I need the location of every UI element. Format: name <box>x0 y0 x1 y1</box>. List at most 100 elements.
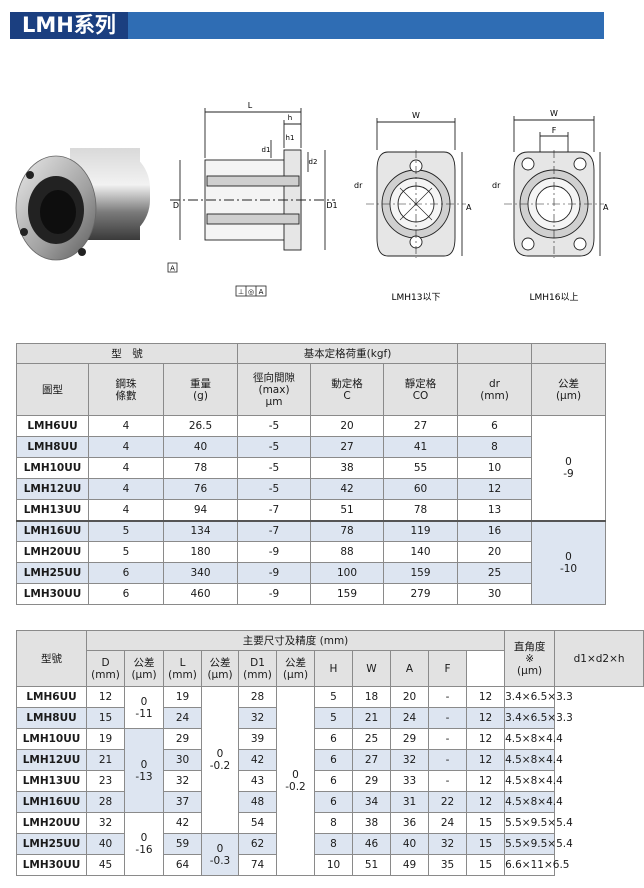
F-cell: 32 <box>428 833 467 855</box>
H-cell: 6 <box>314 749 353 771</box>
model-cell: LMH20UU <box>16 541 89 563</box>
D-cell: 15 <box>86 707 125 729</box>
tolD-cell: 0 -16 <box>124 812 164 876</box>
D-cell: 45 <box>86 854 125 876</box>
weight-cell: 340 <box>162 562 239 584</box>
model-cell: LMH25UU <box>16 833 87 855</box>
dim-W-left: W <box>412 111 420 120</box>
W-cell: 21 <box>352 707 391 729</box>
model-cell: LMH16UU <box>16 791 87 813</box>
screw-cell: 5.5×9.5×5.4 <box>504 812 573 834</box>
sub-A: A <box>390 650 429 687</box>
dim-A-left: A <box>466 203 472 212</box>
dim-dr-left: dr <box>354 181 363 190</box>
W-cell: 46 <box>352 833 391 855</box>
dr-cell: 13 <box>457 499 533 521</box>
perp-cell: 15 <box>465 812 506 834</box>
balls-cell: 4 <box>88 436 164 458</box>
balls-cell: 4 <box>88 415 164 437</box>
screw-cell: 5.5×9.5×5.4 <box>504 833 573 855</box>
weight-cell: 94 <box>162 499 239 521</box>
group-load: 基本定格荷重(kgf) <box>237 343 459 364</box>
clearance-cell: -5 <box>237 457 312 479</box>
header-tol: 公差 (μm) <box>531 363 607 416</box>
screw-cell: 4.5×8×4.4 <box>504 749 563 771</box>
front-view-lmh13 <box>366 118 466 258</box>
L-cell: 37 <box>163 791 202 813</box>
page-title: LMH系列 <box>10 12 128 39</box>
dr-cell: 30 <box>457 583 533 605</box>
dynamic-cell: 51 <box>310 499 385 521</box>
H-cell: 6 <box>314 791 353 813</box>
D-cell: 40 <box>86 833 125 855</box>
H-cell: 5 <box>314 686 353 708</box>
L-cell: 24 <box>163 707 202 729</box>
model-cell: LMH10UU <box>16 457 89 479</box>
balls-cell: 4 <box>88 499 164 521</box>
dynamic-cell: 88 <box>310 541 385 563</box>
L-cell: 19 <box>163 686 202 708</box>
header-static: 靜定格 CO <box>383 363 459 416</box>
group-model: 型 號 <box>15 343 239 364</box>
A-cell: 49 <box>390 854 429 876</box>
tolL-cell: 0 -0.2 <box>201 686 239 834</box>
perp-cell: 15 <box>465 833 506 855</box>
dr-cell: 25 <box>457 562 533 584</box>
model-cell: LMH13UU <box>16 499 89 521</box>
W-cell: 25 <box>352 728 391 750</box>
datum-A: A <box>259 288 264 296</box>
static-cell: 119 <box>383 519 459 542</box>
dim-A-right: A <box>603 203 609 212</box>
weight-cell: 26.5 <box>162 415 239 437</box>
model-cell: LMH20UU <box>16 812 87 834</box>
D1-cell: 54 <box>238 812 277 834</box>
W-cell: 51 <box>352 854 391 876</box>
sub-tolD: 公差 (μm) <box>124 650 164 687</box>
clearance-cell: -5 <box>237 415 312 437</box>
model-cell: LMH8UU <box>16 436 89 458</box>
front-view-lmh16 <box>504 116 604 258</box>
dynamic-cell: 78 <box>310 519 385 542</box>
dim-h: h <box>288 114 292 122</box>
D1-cell: 39 <box>238 728 277 750</box>
D1-cell: 28 <box>238 686 277 708</box>
clearance-cell: -5 <box>237 436 312 458</box>
D-cell: 28 <box>86 791 125 813</box>
L-cell: 29 <box>163 728 202 750</box>
dr-cell: 8 <box>457 436 533 458</box>
clearance-cell: -9 <box>237 562 312 584</box>
tolD-cell: 0 -11 <box>124 686 164 729</box>
dr-cell: 20 <box>457 541 533 563</box>
D-cell: 19 <box>86 728 125 750</box>
D1-cell: 32 <box>238 707 277 729</box>
perp-cell: 12 <box>465 749 506 771</box>
dim-d1: d1 <box>262 146 271 154</box>
dim-D1: D1 <box>326 201 337 210</box>
model-cell: LMH25UU <box>16 562 89 584</box>
F-cell: - <box>428 707 467 729</box>
perp-cell: 12 <box>465 770 506 792</box>
dynamic-cell: 159 <box>310 583 385 605</box>
group-dims: 主要尺寸及精度 (mm) <box>85 630 506 651</box>
header-perp: 直角度 ※ (μm) <box>504 630 556 687</box>
dim-W-right: W <box>550 109 558 118</box>
clearance-cell: -9 <box>237 541 312 563</box>
W-cell: 27 <box>352 749 391 771</box>
static-cell: 159 <box>383 562 459 584</box>
balls-cell: 5 <box>88 541 164 563</box>
L-cell: 64 <box>163 854 202 876</box>
datum-flat: ⊥ <box>238 288 244 296</box>
header-model: 圖型 <box>16 363 89 416</box>
side-section-view <box>167 108 335 297</box>
model-cell: LMH6UU <box>16 686 87 708</box>
screw-cell: 4.5×8×4.4 <box>504 728 563 750</box>
clearance-cell: -7 <box>237 499 312 521</box>
